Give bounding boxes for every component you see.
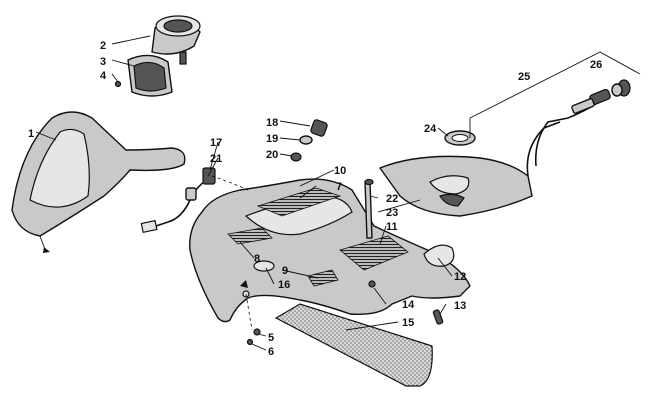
gauge-housing[interactable] (151, 15, 201, 65)
decal-9[interactable] (307, 269, 339, 287)
callout-26: 26 (590, 59, 602, 71)
key-switch[interactable] (290, 119, 328, 162)
callout-24: 24 (424, 123, 437, 135)
callout-15: 15 (402, 317, 414, 329)
ring-24[interactable] (444, 130, 476, 146)
gauge-bracket[interactable] (127, 54, 173, 97)
callout-11: 11 (386, 221, 398, 233)
callout-16: 16 (278, 279, 290, 291)
pad-12[interactable] (423, 244, 455, 267)
screw-13[interactable] (432, 309, 444, 325)
fastener-14[interactable] (368, 280, 376, 288)
callout-8: 8 (254, 253, 260, 265)
callout-10: 10 (334, 165, 346, 177)
callout-12: 12 (454, 271, 466, 283)
callout-1: 1 (28, 128, 34, 140)
rear-cover[interactable] (379, 155, 533, 217)
callout-23: 23 (386, 207, 398, 219)
callout-4: 4 (100, 70, 107, 82)
callout-25: 25 (518, 71, 530, 83)
callout-2: 2 (100, 40, 106, 52)
foam-pad-15[interactable] (274, 303, 433, 387)
callout-18: 18 (266, 117, 278, 129)
callout-3: 3 (100, 56, 106, 68)
callout-22: 22 (386, 193, 398, 205)
leader-lines (35, 35, 453, 351)
screw-small[interactable] (114, 80, 122, 88)
callout-labels: 1 2 3 4 5 6 7 8 9 10 11 12 13 14 15 16 1… (28, 40, 602, 358)
callout-20: 20 (266, 149, 278, 161)
console-body[interactable] (189, 175, 471, 323)
callout-6: 6 (268, 346, 274, 358)
bolt-22[interactable] (364, 178, 374, 239)
fastener-6[interactable] (246, 338, 254, 346)
callout-14: 14 (402, 299, 415, 311)
callout-7: 7 (336, 181, 342, 193)
callout-9: 9 (282, 265, 288, 277)
callout-13: 13 (454, 300, 466, 312)
decal-11[interactable] (339, 235, 409, 271)
callout-21: 21 (210, 153, 222, 165)
callout-17: 17 (210, 137, 222, 149)
callout-19: 19 (266, 133, 278, 145)
throttle-cable[interactable] (469, 51, 641, 177)
fastener-5[interactable] (253, 328, 261, 336)
decal-8[interactable] (227, 227, 273, 245)
wiring-harness[interactable] (140, 167, 216, 234)
decal-10[interactable] (256, 187, 342, 217)
callout-5: 5 (268, 332, 274, 344)
insert-16[interactable] (253, 260, 275, 272)
hood-visor[interactable] (11, 111, 186, 253)
